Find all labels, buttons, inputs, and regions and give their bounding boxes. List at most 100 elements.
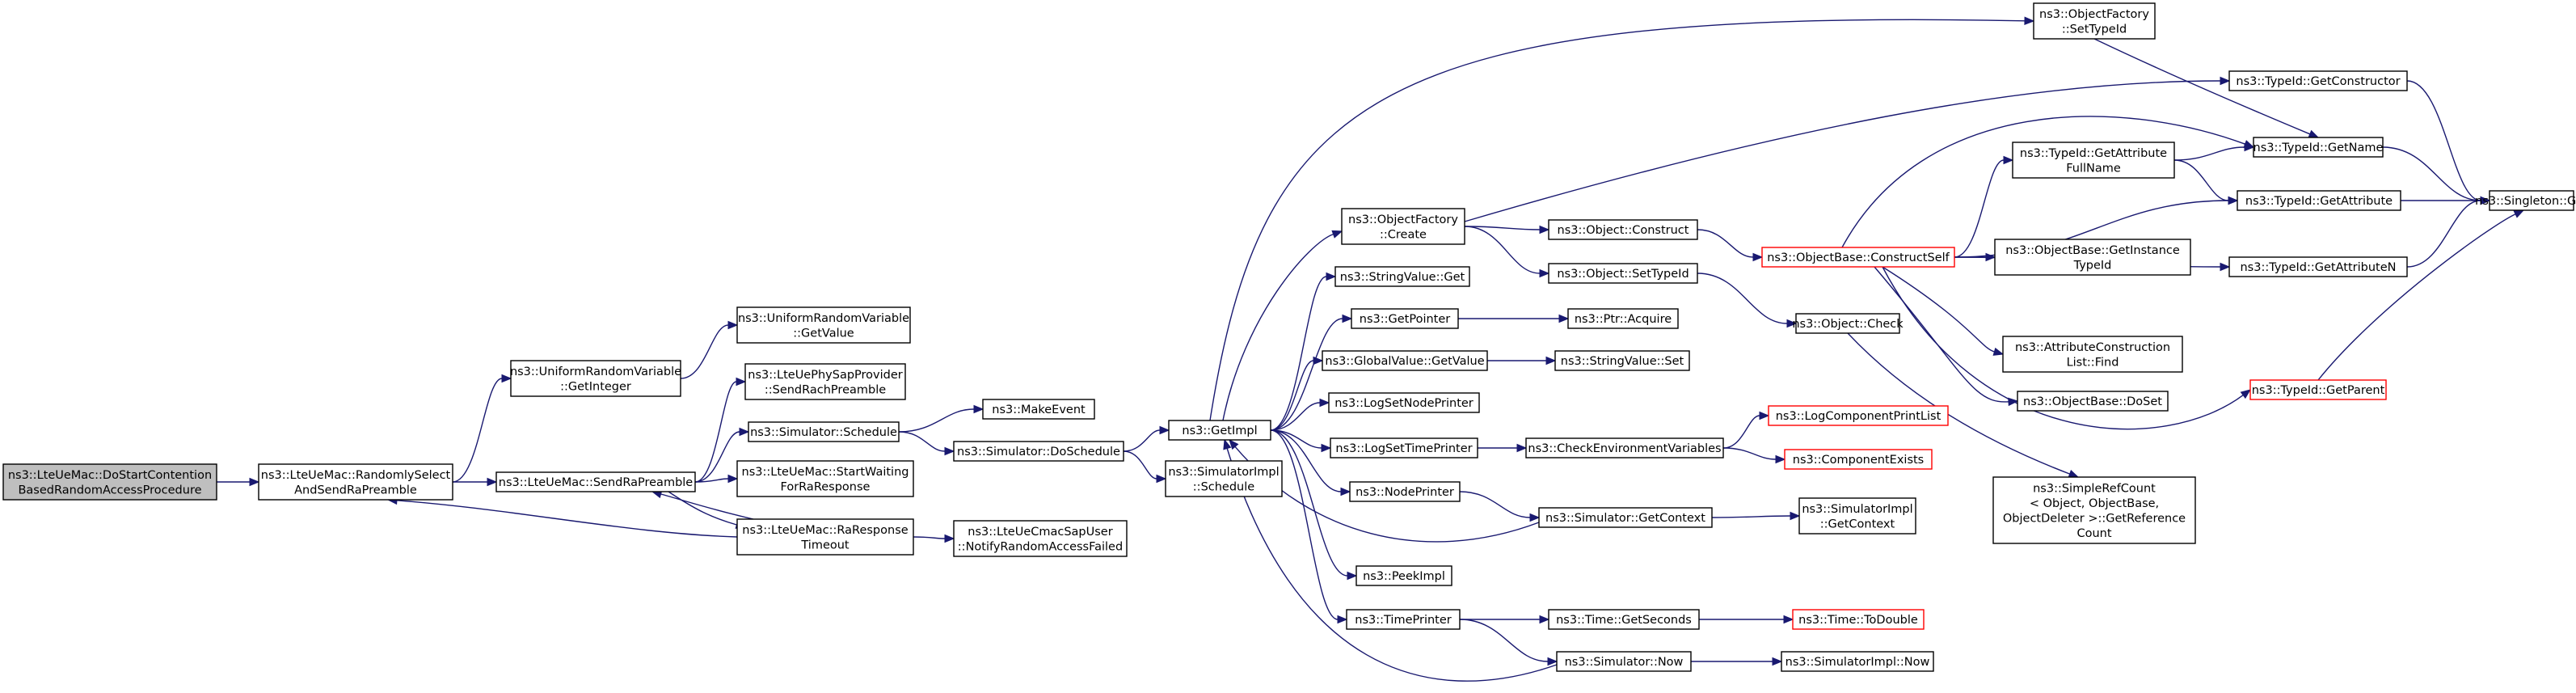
arrowhead-icon xyxy=(1337,615,1348,624)
node-obconstructself[interactable]: ns3::ObjectBase::ConstructSelf xyxy=(1761,247,1955,268)
arrowhead-icon xyxy=(1313,356,1324,366)
arrowhead-icon xyxy=(1783,615,1794,624)
node-logsetnode[interactable]: ns3::LogSetNodePrinter xyxy=(1328,392,1480,413)
node-box xyxy=(1554,350,1690,371)
node-objconstruct[interactable]: ns3::Object::Construct xyxy=(1548,219,1698,240)
node-nodeprinter[interactable]: ns3::NodePrinter xyxy=(1349,481,1461,502)
edge-line xyxy=(680,324,729,379)
node-ptracq[interactable]: ns3::Ptr::Acquire xyxy=(1567,308,1679,329)
node-urvval[interactable]: ns3::UniformRandomVariable::GetValue xyxy=(736,306,911,344)
node-singletonget[interactable]: ns3::Singleton::Get xyxy=(2475,190,2576,211)
edge-line xyxy=(694,381,737,483)
node-box xyxy=(1351,308,1459,329)
node-root[interactable]: ns3::LteUeMac::DoStartContentionBasedRan… xyxy=(2,463,217,501)
function-nodes: ns3::LteUeMac::DoStartContentionBasedRan… xyxy=(2,2,2576,672)
node-ofsettid[interactable]: ns3::ObjectFactory::SetTypeId xyxy=(2033,2,2156,40)
node-obdoset[interactable]: ns3::ObjectBase::DoSet xyxy=(2017,391,2169,412)
node-label: ::NotifyRandomAccessFailed xyxy=(958,540,1123,553)
node-tidgetattr[interactable]: ns3::TypeId::GetAttribute xyxy=(2237,190,2401,211)
node-label: ns3::LteUeMac::RandomlySelect xyxy=(261,469,451,482)
call-edge xyxy=(1123,425,1170,452)
node-label: FullName xyxy=(2066,162,2121,175)
node-timeprinter[interactable]: ns3::TimePrinter xyxy=(1346,609,1461,630)
arrowhead-icon xyxy=(1772,657,1783,666)
node-urvint[interactable]: ns3::UniformRandomVariable::GetInteger xyxy=(510,360,681,397)
node-box xyxy=(2253,137,2384,158)
node-label: ns3::Simulator::Now xyxy=(1565,656,1684,669)
node-box xyxy=(2017,391,2169,412)
call-edge xyxy=(1954,155,2014,258)
call-edge xyxy=(1697,273,1798,328)
node-tidgetname[interactable]: ns3::TypeId::GetName xyxy=(2253,137,2384,158)
node-logcompprint[interactable]: ns3::LogComponentPrintList xyxy=(1768,405,1949,426)
node-cmacfail[interactable]: ns3::LteUeCmacSapUser::NotifyRandomAcces… xyxy=(953,520,1128,557)
arrowhead-icon xyxy=(2240,389,2252,399)
node-simimplnow[interactable]: ns3::SimulatorImpl::Now xyxy=(1781,651,1934,672)
node-refcount[interactable]: ns3::SimpleRefCount< Object, ObjectBase,… xyxy=(1992,476,2196,544)
call-edge xyxy=(1270,429,1358,581)
node-simimplctx[interactable]: ns3::SimulatorImpl::GetContext xyxy=(1798,497,1916,535)
node-logsettime[interactable]: ns3::LogSetTimePrinter xyxy=(1330,437,1478,458)
arrowhead-icon xyxy=(2480,196,2491,205)
node-label: ns3::LteUePhySapProvider xyxy=(748,369,903,382)
call-edge xyxy=(452,374,512,483)
node-timetodouble[interactable]: ns3::Time::ToDouble xyxy=(1792,609,1925,630)
node-simimplsched[interactable]: ns3::SimulatorImpl::Schedule xyxy=(1165,460,1283,497)
node-getimpl[interactable]: ns3::GetImpl xyxy=(1168,420,1271,441)
call-edge xyxy=(1697,229,1764,262)
node-strget[interactable]: ns3::StringValue::Get xyxy=(1334,266,1470,287)
call-edge xyxy=(1459,619,1558,666)
edge-line xyxy=(1464,226,1541,274)
node-objsettid[interactable]: ns3::Object::SetTypeId xyxy=(1548,263,1698,284)
call-edge xyxy=(1459,491,1541,522)
arrowhead-icon xyxy=(1340,487,1351,497)
arrowhead-icon xyxy=(2228,196,2239,205)
edge-line xyxy=(1882,266,2244,430)
edge-line xyxy=(1464,80,2221,222)
node-randsel[interactable]: ns3::LteUeMac::RandomlySelectAndSendRaPr… xyxy=(258,463,453,501)
call-edge xyxy=(694,474,739,484)
node-label: ns3::StringValue::Get xyxy=(1340,271,1465,284)
call-edge xyxy=(913,534,955,543)
node-sendra[interactable]: ns3::LteUeMac::SendRaPreamble xyxy=(495,471,696,492)
node-tidgetctor[interactable]: ns3::TypeId::GetConstructor xyxy=(2228,70,2408,91)
node-simnow[interactable]: ns3::Simulator::Now xyxy=(1556,651,1692,672)
node-objcheck[interactable]: ns3::Object::Check xyxy=(1792,313,1904,334)
node-box xyxy=(1355,565,1452,586)
node-simsched[interactable]: ns3::Simulator::Schedule xyxy=(748,421,900,442)
node-box xyxy=(1548,263,1698,284)
node-compexists[interactable]: ns3::ComponentExists xyxy=(1784,449,1933,470)
node-dosched[interactable]: ns3::Simulator::DoSchedule xyxy=(953,441,1124,462)
node-tidgetattrn[interactable]: ns3::TypeId::GetAttributeN xyxy=(2228,256,2408,277)
node-gvget[interactable]: ns3::GlobalValue::GetValue xyxy=(1322,350,1488,371)
node-box xyxy=(2033,2,2156,40)
node-getpointer[interactable]: ns3::GetPointer xyxy=(1351,308,1459,329)
node-label: ns3::Object::Construct xyxy=(1558,224,1689,237)
node-makeevent[interactable]: ns3::MakeEvent xyxy=(982,399,1095,420)
node-timegetsec[interactable]: ns3::Time::GetSeconds xyxy=(1548,609,1700,630)
node-label: ns3::ObjectBase::GetInstance xyxy=(2005,244,2180,257)
node-label: ::GetValue xyxy=(793,327,854,340)
node-simgetctx[interactable]: ns3::Simulator::GetContext xyxy=(1538,507,1713,528)
arrowhead-icon xyxy=(1331,230,1343,239)
node-checkenv[interactable]: ns3::CheckEnvironmentVariables xyxy=(1525,437,1724,458)
node-phyrach[interactable]: ns3::LteUePhySapProvider::SendRachPreamb… xyxy=(744,363,906,400)
node-peekimpl[interactable]: ns3::PeekImpl xyxy=(1355,565,1452,586)
node-box xyxy=(1994,239,2191,276)
node-strset[interactable]: ns3::StringValue::Set xyxy=(1554,350,1690,371)
call-edge xyxy=(1458,314,1570,323)
node-label: ForRaResponse xyxy=(781,480,871,493)
node-ofcreate[interactable]: ns3::ObjectFactory::Create xyxy=(1341,208,1465,245)
node-label: ::GetContext xyxy=(1820,518,1895,530)
node-box xyxy=(2012,142,2175,179)
edge-line xyxy=(1270,402,1321,431)
call-edge xyxy=(1882,266,2252,430)
node-box xyxy=(2228,70,2408,91)
node-tidgetparent[interactable]: ns3::TypeId::GetParent xyxy=(2249,379,2387,400)
